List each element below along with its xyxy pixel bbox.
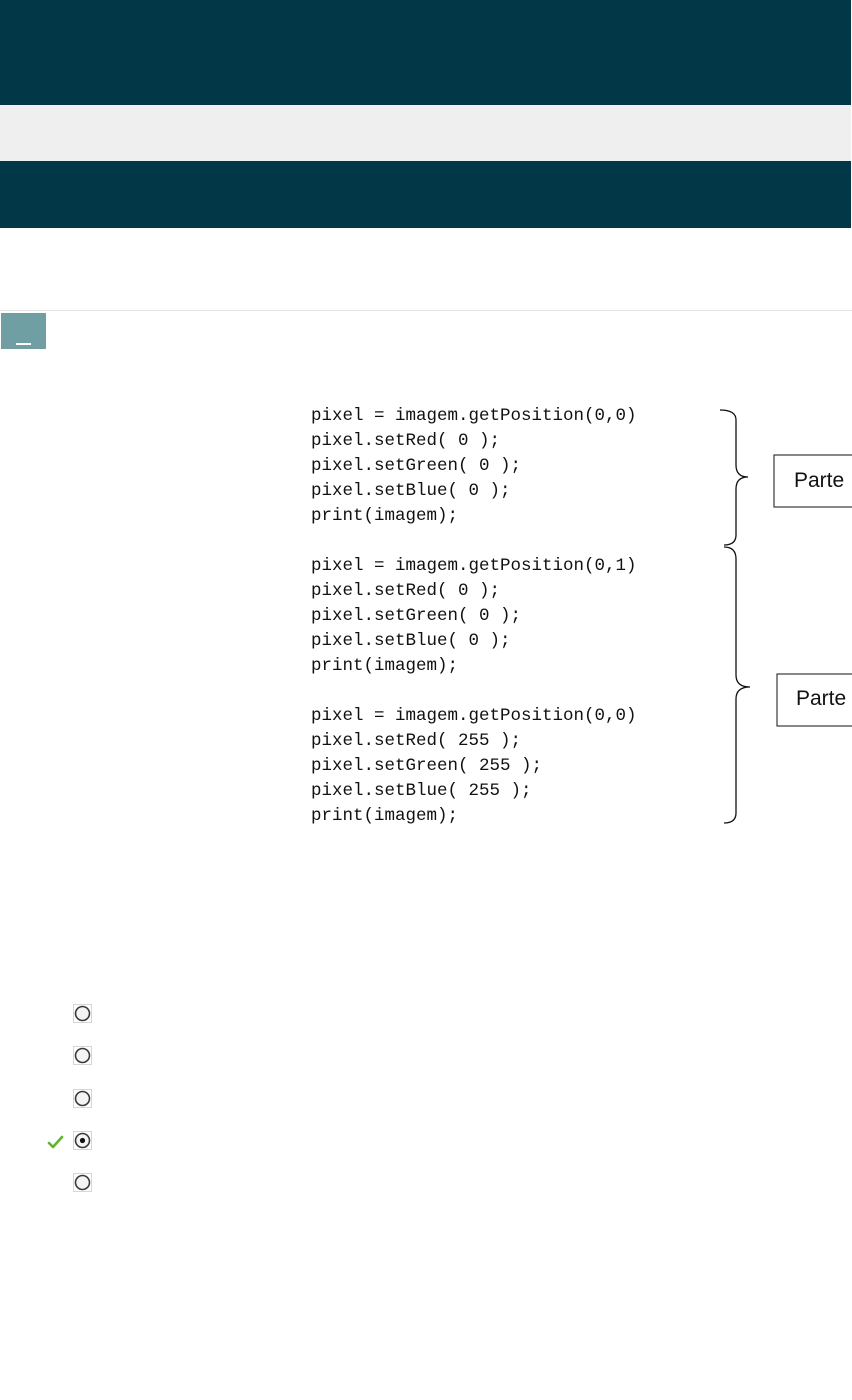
- part-label-2: Parte: [796, 687, 846, 710]
- sub-header-bar: [0, 105, 851, 161]
- curly-brace-1: [719, 409, 749, 546]
- answer-option-5: [44, 1173, 164, 1195]
- collapse-button[interactable]: [1, 313, 46, 349]
- code-line: pixel.setBlue( 0 );: [311, 631, 511, 651]
- radio-icon[interactable]: [73, 1089, 92, 1108]
- code-line: pixel.setRed( 0 );: [311, 581, 500, 601]
- answer-option-2: [44, 1046, 164, 1068]
- radio-icon[interactable]: [73, 1004, 92, 1023]
- part-box-2: [776, 673, 852, 727]
- code-line: pixel.setGreen( 0 );: [311, 606, 521, 626]
- code-line: pixel.setRed( 0 );: [311, 431, 500, 451]
- radio-icon[interactable]: [73, 1046, 92, 1065]
- radio-icon-selected[interactable]: [73, 1131, 92, 1150]
- answer-option-4: [44, 1131, 164, 1153]
- top-header-bar: [0, 0, 851, 105]
- question-title-bar: [0, 161, 851, 228]
- code-figure: pixel = imagem.getPosition(0,0) pixel.se…: [300, 395, 852, 835]
- part-label-1: Parte: [794, 469, 844, 492]
- code-line: print(imagem);: [311, 656, 458, 676]
- minus-icon: [16, 343, 31, 345]
- code-line: pixel.setBlue( 0 );: [311, 481, 511, 501]
- code-line: pixel.setBlue( 255 );: [311, 781, 532, 801]
- radio-icon[interactable]: [73, 1173, 92, 1192]
- code-line: pixel.setGreen( 0 );: [311, 456, 521, 476]
- code-line: pixel = imagem.getPosition(0,1): [311, 556, 637, 576]
- code-figure-svg: pixel = imagem.getPosition(0,0) pixel.se…: [311, 406, 852, 826]
- code-line: pixel.setRed( 255 );: [311, 731, 521, 751]
- part-box-1: [773, 454, 852, 508]
- code-line: pixel = imagem.getPosition(0,0): [311, 406, 637, 426]
- check-icon: [47, 1135, 64, 1149]
- answer-option-3: [44, 1089, 164, 1111]
- code-line: pixel = imagem.getPosition(0,0): [311, 706, 637, 726]
- section-divider: [0, 310, 852, 311]
- curly-brace-2: [723, 546, 751, 824]
- answer-option-1: [44, 1004, 164, 1026]
- code-line: pixel.setGreen( 255 );: [311, 756, 542, 776]
- code-line: print(imagem);: [311, 506, 458, 526]
- code-line: print(imagem);: [311, 806, 458, 826]
